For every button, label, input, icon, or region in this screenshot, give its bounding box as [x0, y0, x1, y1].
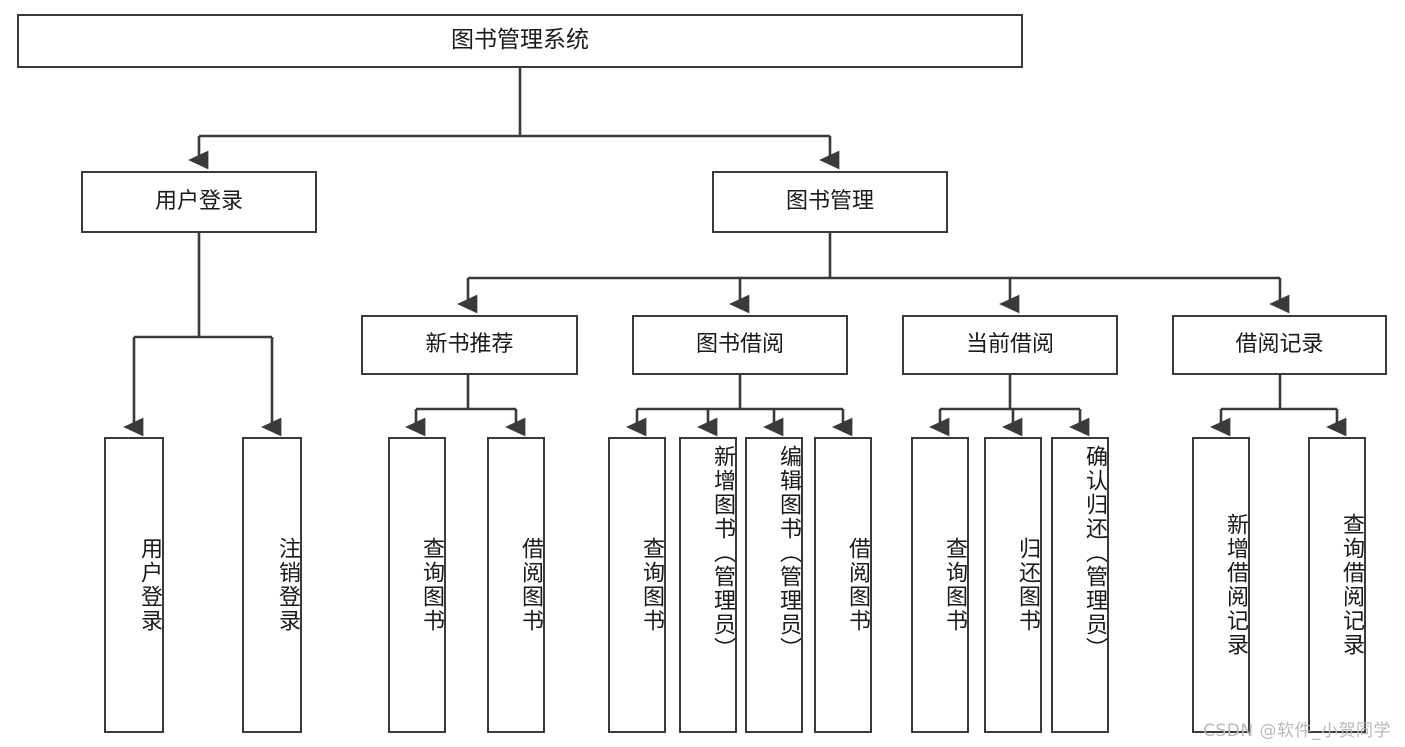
node-book-manage[interactable]: 图书管理	[712, 171, 948, 233]
node-leaf-add-record-label: 新增借阅记录	[1223, 513, 1248, 657]
node-leaf-query-record-label: 查询借阅记录	[1339, 513, 1364, 657]
node-leaf-edit-book-label: 编辑图书（管理员）	[776, 445, 801, 661]
node-leaf-user-login-label: 用户登录	[137, 537, 162, 633]
node-leaf-return-book-label: 归还图书	[1015, 537, 1040, 633]
watermark: CSDN @软件_小贺同学	[1203, 721, 1391, 741]
node-user-login[interactable]: 用户登录	[81, 171, 317, 233]
node-root[interactable]: 图书管理系统	[17, 14, 1023, 68]
node-user-login-label: 用户登录	[154, 189, 243, 215]
node-new-book-recommend[interactable]: 新书推荐	[361, 315, 578, 375]
node-book-borrow-label: 图书借阅	[695, 332, 784, 358]
node-leaf-query-book-1-label: 查询图书	[419, 537, 444, 633]
node-leaf-query-book-2[interactable]: 查询图书	[608, 437, 666, 733]
node-leaf-user-login[interactable]: 用户登录	[104, 437, 164, 733]
node-root-label: 图书管理系统	[451, 27, 589, 54]
node-leaf-logout-label: 注销登录	[275, 537, 300, 633]
node-current-borrow-label: 当前借阅	[965, 332, 1054, 358]
node-leaf-query-book-2-label: 查询图书	[639, 537, 664, 633]
node-borrow-record-label: 借阅记录	[1235, 332, 1324, 358]
node-leaf-borrow-book-2[interactable]: 借阅图书	[814, 437, 872, 733]
node-leaf-add-book-label: 新增图书（管理员）	[710, 445, 735, 661]
node-book-borrow[interactable]: 图书借阅	[632, 315, 848, 375]
node-leaf-add-record[interactable]: 新增借阅记录	[1192, 437, 1250, 733]
node-leaf-borrow-book-1[interactable]: 借阅图书	[487, 437, 545, 733]
node-current-borrow[interactable]: 当前借阅	[902, 315, 1118, 375]
node-leaf-query-book-1[interactable]: 查询图书	[388, 437, 446, 733]
node-leaf-query-record[interactable]: 查询借阅记录	[1308, 437, 1366, 733]
node-leaf-query-book-3[interactable]: 查询图书	[911, 437, 969, 733]
node-leaf-return-book[interactable]: 归还图书	[984, 437, 1042, 733]
node-leaf-confirm-return[interactable]: 确认归还（管理员）	[1051, 437, 1109, 733]
node-borrow-record[interactable]: 借阅记录	[1172, 315, 1387, 375]
node-leaf-add-book[interactable]: 新增图书（管理员）	[679, 437, 737, 733]
node-book-manage-label: 图书管理	[785, 189, 874, 215]
node-leaf-query-book-3-label: 查询图书	[942, 537, 967, 633]
node-new-book-recommend-label: 新书推荐	[425, 332, 514, 358]
node-leaf-borrow-book-1-label: 借阅图书	[518, 537, 543, 633]
node-leaf-borrow-book-2-label: 借阅图书	[845, 537, 870, 633]
node-leaf-logout[interactable]: 注销登录	[242, 437, 302, 733]
node-leaf-confirm-return-label: 确认归还（管理员）	[1082, 445, 1107, 661]
node-leaf-edit-book[interactable]: 编辑图书（管理员）	[745, 437, 803, 733]
